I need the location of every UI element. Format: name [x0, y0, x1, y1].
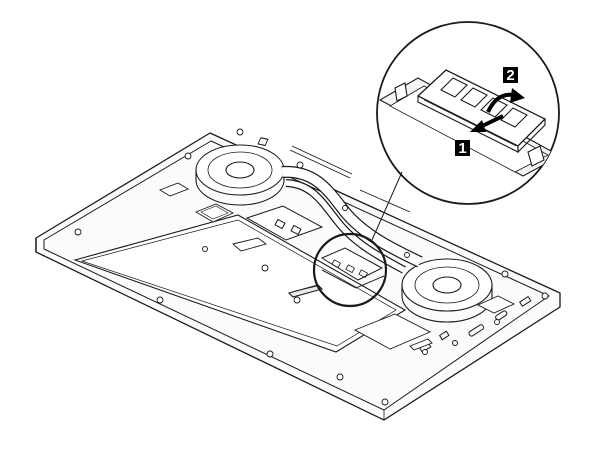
- svg-text:1: 1: [458, 140, 466, 157]
- callout-badge-1: 1: [455, 140, 470, 157]
- memory-slot-highlight: [312, 232, 388, 308]
- memory-module-zoomed: [416, 69, 547, 154]
- chassis-screws: [74, 128, 549, 406]
- zoom-leader-line: [371, 171, 403, 241]
- side-ports: [419, 296, 532, 353]
- cooling-fan-left: [195, 144, 285, 206]
- battery: [73, 214, 407, 353]
- callout-badge-2: 2: [503, 67, 518, 84]
- memory-module-upper: [245, 137, 324, 241]
- cooling-fan-right: [401, 258, 493, 323]
- zoom-callout: 2 1: [376, 21, 560, 205]
- system-board-components: [158, 182, 516, 355]
- svg-text:2: 2: [506, 67, 514, 84]
